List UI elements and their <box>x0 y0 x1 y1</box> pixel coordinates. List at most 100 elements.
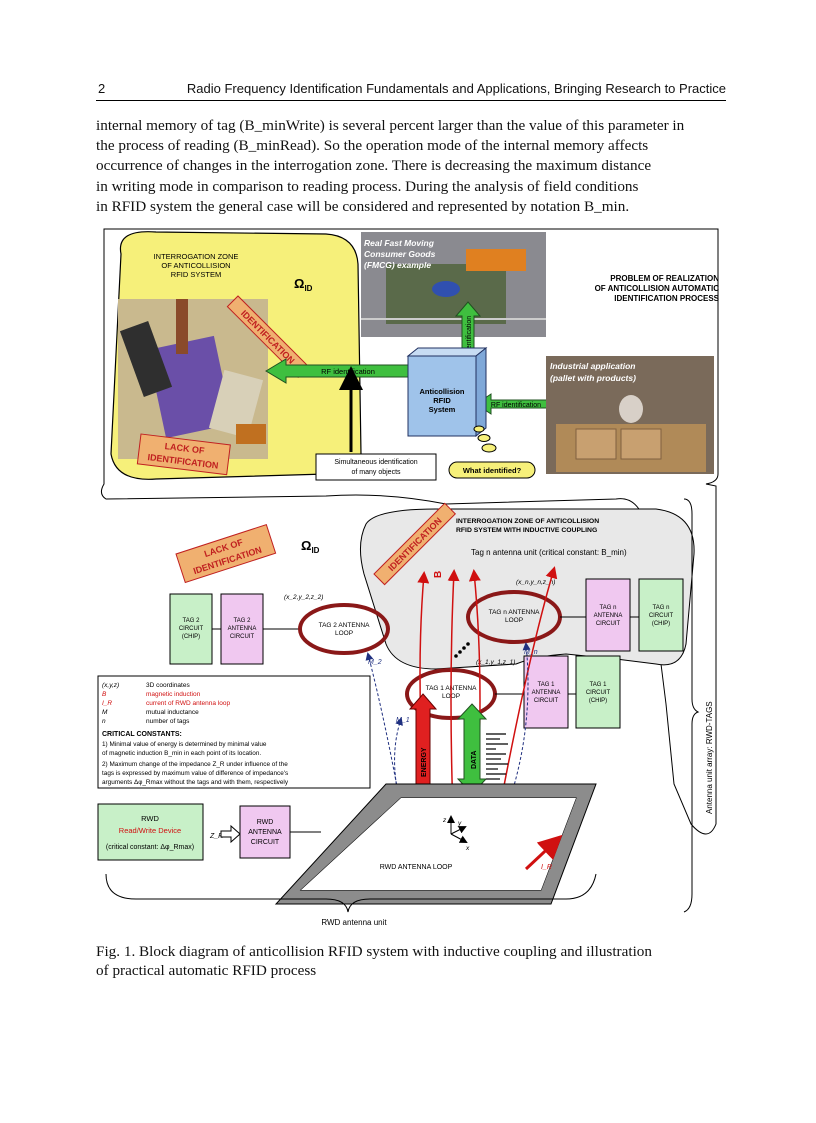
tag2-antenna-circuit-box <box>220 593 264 665</box>
fmcg-caption-1: Real Fast Moving <box>364 238 435 248</box>
svg-text:LACK OF: LACK OF <box>164 441 205 456</box>
data-arrow <box>456 703 488 795</box>
body-line: the process of reading (B_minRead). So t… <box>96 137 649 155</box>
tag2-circuit-3: (CHIP) <box>182 634 200 640</box>
array-brace <box>683 498 700 913</box>
tag1-ac-1: TAG 1 <box>538 682 556 688</box>
tag2-ac-3: CIRCUIT <box>230 634 255 640</box>
y-axis <box>450 826 467 835</box>
critical-1a: 1) Minimal value of energy is determined… <box>102 741 267 748</box>
industrial-caption-1: Industrial application <box>550 361 635 371</box>
anticollision-system-box: Anticollision RFID System <box>406 346 488 438</box>
rwd-antenna-circuit-box <box>239 805 291 859</box>
rwd-loop-label: RWD ANTENNA LOOP <box>380 864 453 871</box>
tag2-ac-2: ANTENNA <box>228 626 257 632</box>
tagn-c-1: TAG n <box>653 605 670 611</box>
tag2-circuit-1: TAG 2 <box>183 618 201 624</box>
tag1-c-3: (CHIP) <box>589 698 607 704</box>
ir-label: I_R <box>541 864 552 871</box>
axis-x-label: x <box>465 845 470 852</box>
lack-of-identification-2: LACK OF IDENTIFICATION <box>175 524 277 584</box>
tag2-antenna-loop <box>298 603 390 655</box>
what-identified-bubble <box>448 461 536 479</box>
rf-identification-label-1: RF identification <box>321 367 375 376</box>
rwd-unit-label: RWD antenna unit <box>321 918 387 927</box>
coord-n: (x_n,y_n,z_n) <box>516 579 555 586</box>
svg-text:Anticollision: Anticollision <box>420 387 465 396</box>
tag1-antenna-circuit-box <box>523 655 569 729</box>
zone2-title-1: INTERROGATION ZONE OF ANTICOLLISION <box>456 518 599 525</box>
problem-title-1: PROBLEM OF REALIZATION <box>610 274 719 283</box>
m1-arrow <box>394 717 407 825</box>
tagn-circuit-box <box>638 578 684 652</box>
legend-symbol: B <box>102 691 107 698</box>
axis-y-label: y <box>457 820 462 827</box>
legend-symbol: M <box>102 709 108 716</box>
rwd-unit-brace <box>105 873 597 913</box>
ir-arrow <box>524 834 563 871</box>
body-line: in RFID system the general case will be … <box>96 197 630 215</box>
zone1-title-3: RFID SYSTEM <box>171 270 221 279</box>
ellipsis-dots <box>454 642 470 658</box>
fmcg-caption-2: Consumer Goods <box>364 249 436 259</box>
rfid-block-diagram: INTERROGATION ZONE OF ANTICOLLISION RFID… <box>97 228 720 927</box>
lack-of-identification-1: LACK OF IDENTIFICATION <box>136 433 231 476</box>
m2-arrow <box>365 652 402 810</box>
energy-label: ENERGY <box>421 747 428 777</box>
m2-label: M_2 <box>368 659 382 666</box>
body-line: occurrence of changes in the interrogati… <box>96 157 652 175</box>
zr-label: Z_R <box>209 833 223 840</box>
critical-2b: tags is expressed by maximum value of di… <box>102 770 288 777</box>
figure-caption: Fig. 1. Block diagram of anticollision R… <box>96 942 722 980</box>
critical-2a: 2) Maximum change of the impedance Z_R u… <box>102 761 288 768</box>
caption-line: of practical automatic RFID process <box>96 962 317 979</box>
problem-title-2: OF ANTICOLLISION AUTOMATIC <box>595 284 720 293</box>
x-axis <box>450 833 468 843</box>
tagn-c-2: CIRCUIT <box>649 613 674 619</box>
rf-identification-label-3: RF identification <box>491 402 541 409</box>
rf-identification-label-2: RF identification <box>466 316 473 366</box>
svg-text:System: System <box>429 405 456 414</box>
simultaneous-2: of many objects <box>351 469 401 476</box>
rwd-title: RWD <box>141 814 159 823</box>
industrial-caption-2: (pallet with products) <box>550 373 636 383</box>
tagn-ac-1: TAG n <box>600 605 617 611</box>
tagn-antenna-circuit-box <box>585 578 631 652</box>
legend-description: mutual inductance <box>146 709 199 716</box>
body-paragraph: internal memory of tag (B_minWrite) is s… <box>96 116 722 217</box>
svg-text:RFID: RFID <box>433 396 451 405</box>
legend-symbol: n <box>102 718 106 725</box>
tag1-ac-3: CIRCUIT <box>534 698 559 704</box>
running-title: Radio Frequency Identification Fundament… <box>186 81 726 96</box>
tagn-ac-2: ANTENNA <box>594 613 623 619</box>
zone1-title-2: OF ANTICOLLISION <box>161 261 230 270</box>
legend-box <box>97 675 371 789</box>
problem-title-3: IDENTIFICATION PROCESS <box>614 294 719 303</box>
critical-title: CRITICAL CONSTANTS: <box>102 731 182 738</box>
tagn-loop-1: TAG n ANTENNA <box>489 609 540 616</box>
body-line: internal memory of tag (B_minWrite) is s… <box>96 117 685 134</box>
tag2-loop-1: TAG 2 ANTENNA <box>319 622 370 629</box>
tag2-circuit-2: CIRCUIT <box>179 626 204 632</box>
what-identified-text: What identified? <box>463 466 522 475</box>
rwd-loop-inner <box>301 798 576 890</box>
legend-description: magnetic induction <box>146 691 201 698</box>
zone2-title-2: RFID SYSTEM WITH INDUCTIVE COUPLING <box>456 527 597 534</box>
data-signal <box>486 733 508 780</box>
page-number: 2 <box>98 81 106 96</box>
b-label: B <box>433 571 444 578</box>
tagn-ac-3: CIRCUIT <box>596 621 621 627</box>
zone1-title-1: INTERROGATION ZONE <box>154 252 239 261</box>
rwd-ac-1: RWD <box>257 819 274 826</box>
critical-2c: arguments Δφ_Rmax without the tags and w… <box>102 779 289 786</box>
bubble <box>477 434 491 442</box>
legend-symbol: I_R <box>102 700 112 707</box>
mn-label: M_n <box>524 649 538 656</box>
rwd-constant: (critical constant: Δφ_Rmax) <box>106 844 194 851</box>
tag1-c-1: TAG 1 <box>590 682 608 688</box>
tag2-ac-1: TAG 2 <box>234 618 252 624</box>
products-photo <box>118 299 268 459</box>
mn-arrow <box>495 642 531 837</box>
running-header: 2 Radio Frequency Identification Fundame… <box>96 80 726 101</box>
